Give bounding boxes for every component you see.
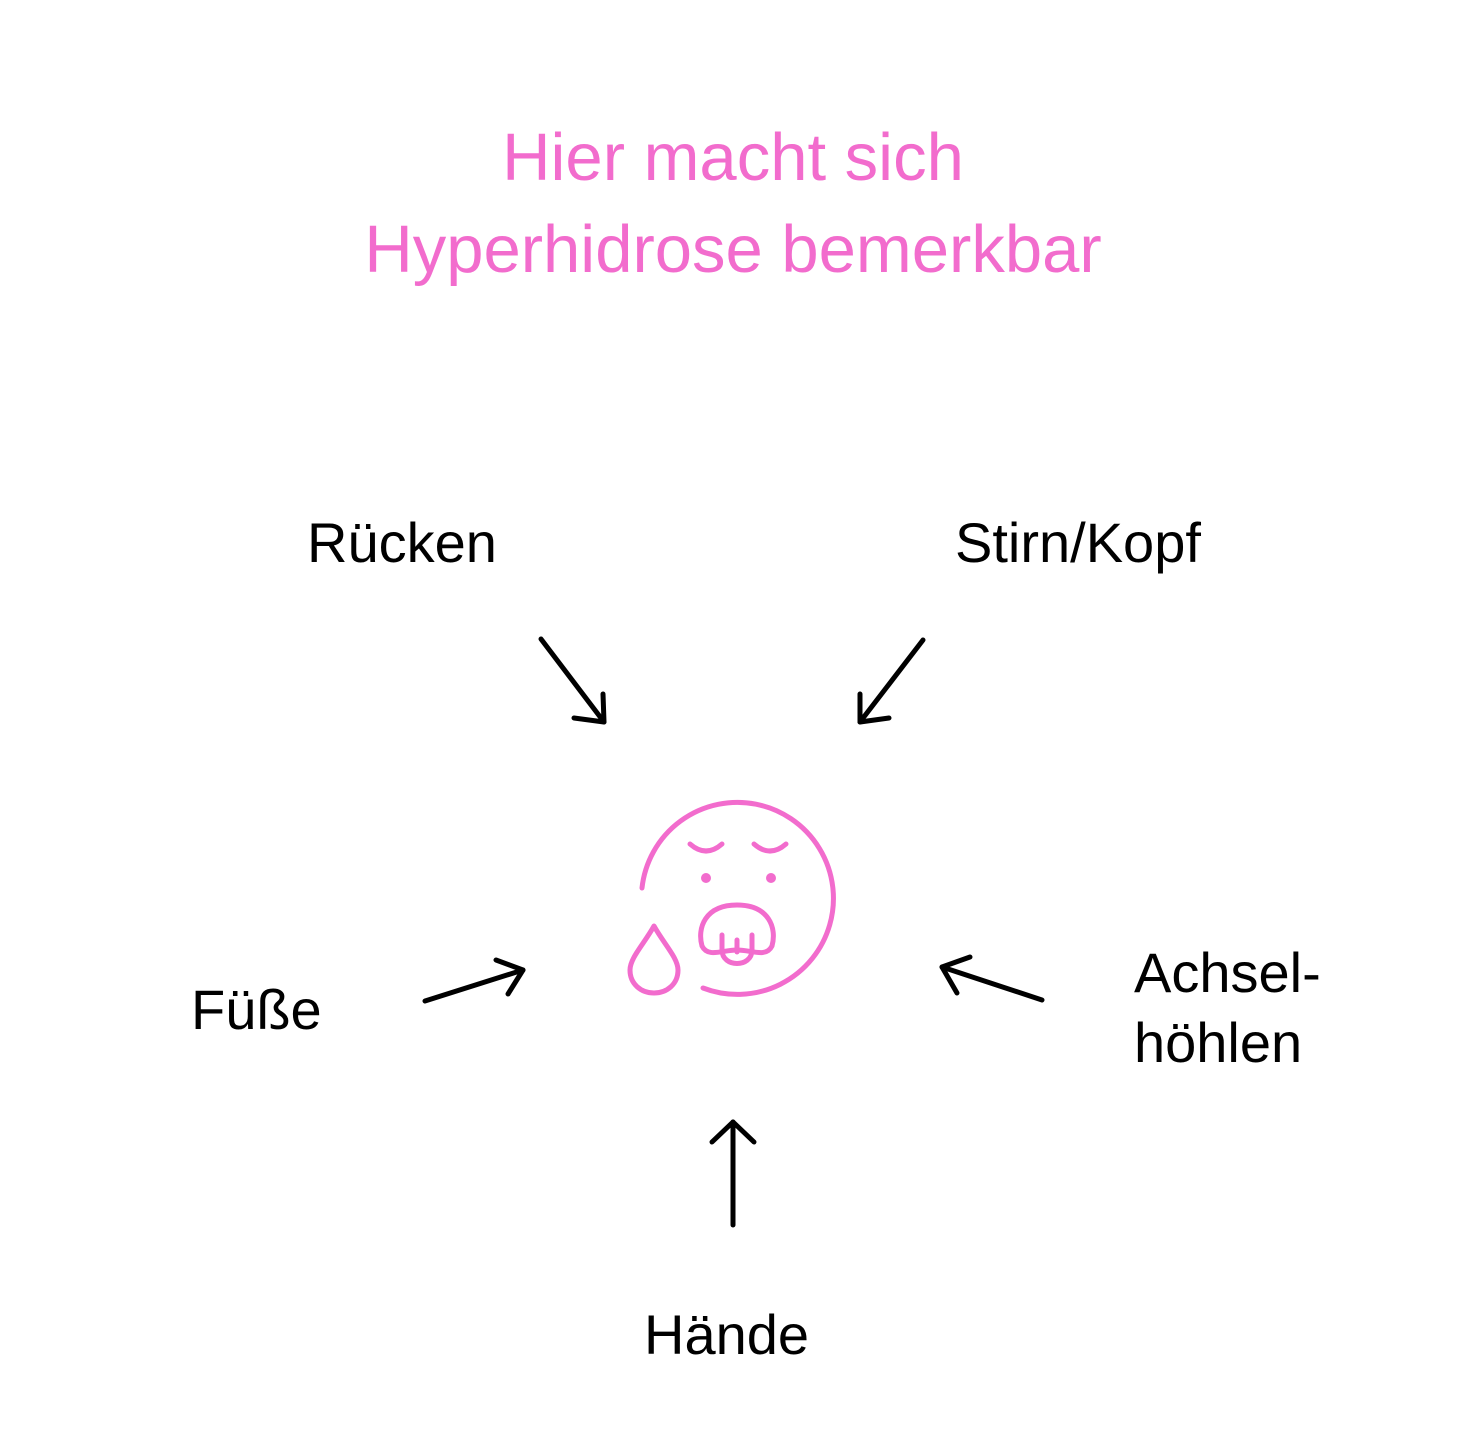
label-ruecken: Rücken (307, 511, 497, 574)
right-eye (766, 873, 776, 883)
left-eye (701, 873, 711, 883)
face-outline (639, 799, 836, 997)
arrow-from-haende (709, 1119, 757, 1228)
label-achsel-line-2: höhlen (1134, 1011, 1303, 1074)
arrow-from-ruecken (538, 636, 607, 725)
title-line-2: Hyperhidrose bemerkbar (364, 212, 1102, 287)
tongue (719, 932, 755, 966)
label-achsel-line-1: Achsel- (1134, 941, 1321, 1004)
diagram-title: Hier macht sich Hyperhidrose bemerkbar (0, 112, 1466, 296)
title-line-1: Hier macht sich (502, 120, 964, 195)
left-eyebrow (687, 841, 725, 854)
arrow-from-achselhoehlen (939, 954, 1045, 1003)
label-stirn-kopf: Stirn/Kopf (955, 511, 1201, 574)
arrow-from-stirn-kopf (857, 637, 926, 725)
arrow-from-fuesse (422, 957, 526, 1004)
label-fuesse: Füße (191, 978, 322, 1041)
sweat-drop-icon (627, 923, 681, 996)
label-haende: Hände (644, 1303, 810, 1366)
right-eyebrow (751, 841, 789, 854)
label-achselhoehlen: Achsel- höhlen (1134, 938, 1321, 1078)
